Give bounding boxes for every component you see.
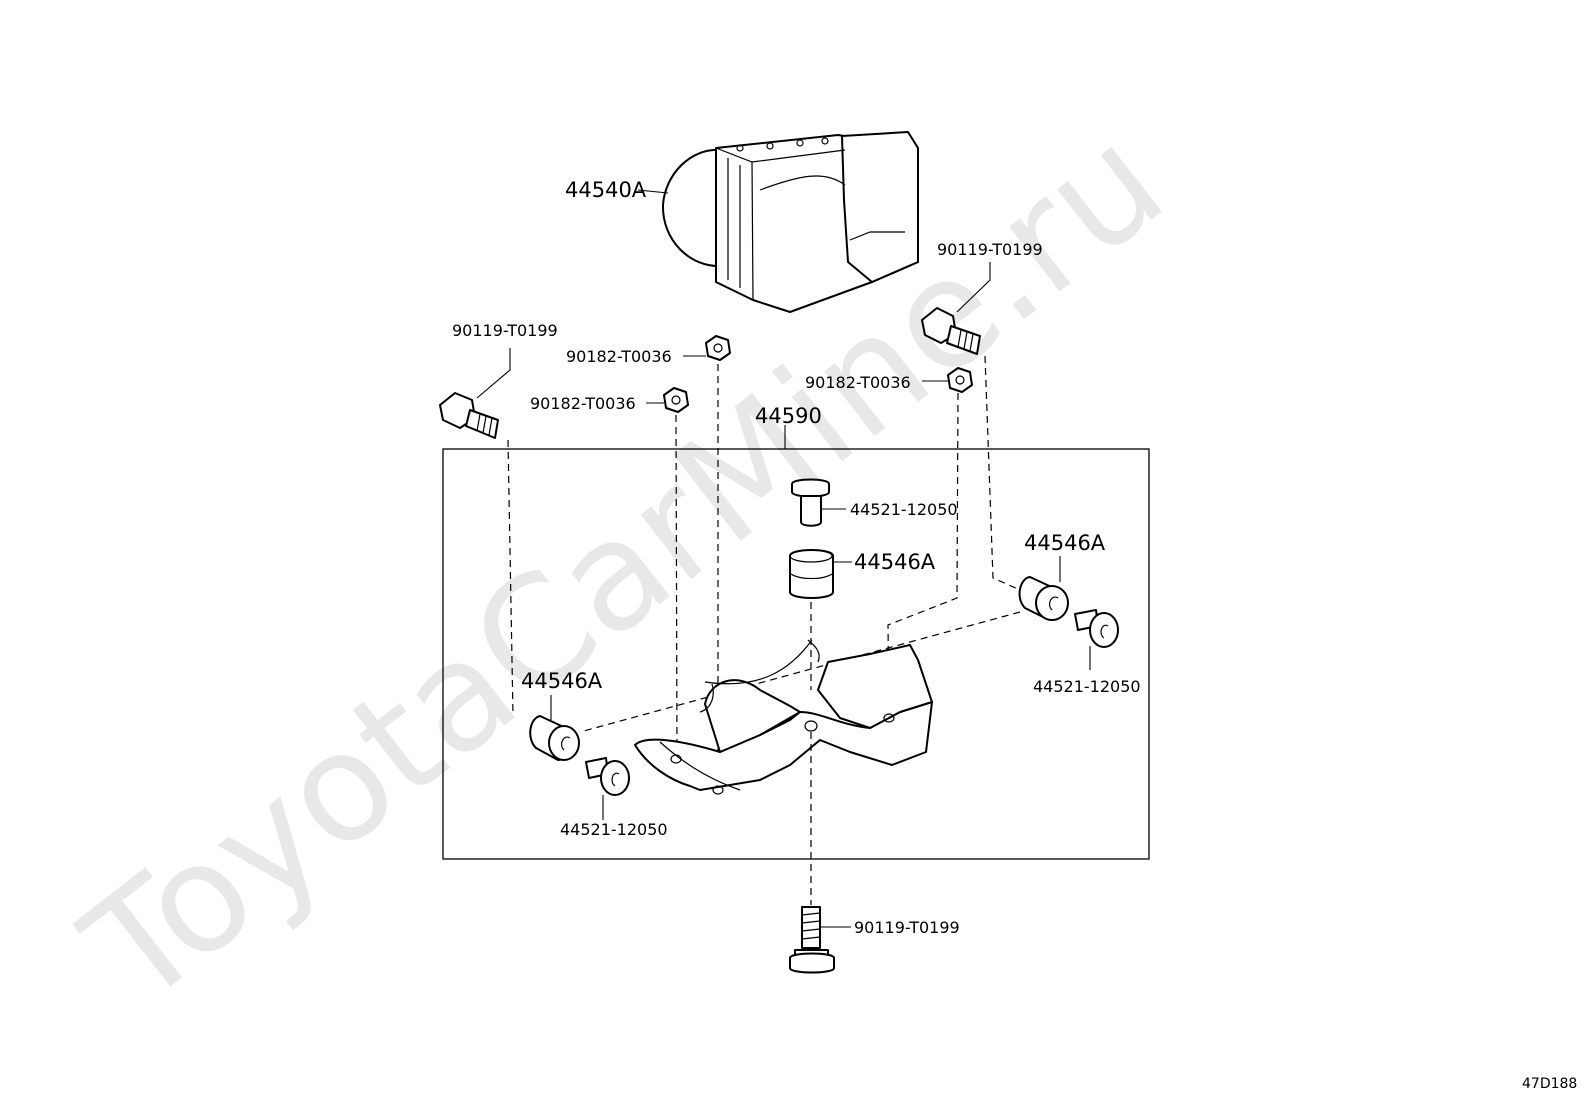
label-cushion-center: 44546A bbox=[854, 550, 936, 574]
bracket-assembly-frame bbox=[442, 448, 1150, 860]
label-cushion-left: 44546A bbox=[521, 669, 603, 693]
cushion-center bbox=[789, 549, 852, 690]
collar-left bbox=[585, 757, 630, 820]
label-nut-upper: 90182-T0036 bbox=[566, 347, 672, 366]
collar-top bbox=[791, 478, 846, 527]
label-bolt-top-left: 90119-T0199 bbox=[452, 321, 558, 340]
bolt-top-right bbox=[921, 262, 1021, 591]
bolt-bottom bbox=[789, 732, 851, 974]
collar-right bbox=[1074, 609, 1119, 670]
label-nut-right: 90182-T0036 bbox=[805, 373, 911, 392]
abs-actuator bbox=[637, 131, 919, 313]
nut-upper bbox=[683, 335, 731, 778]
bolt-top-left bbox=[439, 348, 514, 717]
label-actuator: 44540A bbox=[565, 178, 647, 202]
label-collar-left: 44521-12050 bbox=[560, 820, 668, 839]
label-cushion-right: 44546A bbox=[1024, 531, 1106, 555]
label-bolt-bottom: 90119-T0199 bbox=[854, 918, 960, 937]
label-bolt-top-right: 90119-T0199 bbox=[937, 240, 1043, 259]
label-collar-top: 44521-12050 bbox=[850, 500, 958, 519]
figure-code: 47D188 bbox=[1522, 1076, 1577, 1092]
watermark: ToyotaCarMine.ru bbox=[54, 94, 1195, 1038]
label-collar-right: 44521-12050 bbox=[1033, 677, 1141, 696]
bracket bbox=[634, 639, 933, 795]
label-nut-lower: 90182-T0036 bbox=[530, 394, 636, 413]
cushion-right bbox=[579, 556, 1069, 733]
label-bracket-assy: 44590 bbox=[755, 404, 822, 428]
cushion-left bbox=[529, 695, 580, 761]
nut-lower bbox=[646, 387, 689, 756]
